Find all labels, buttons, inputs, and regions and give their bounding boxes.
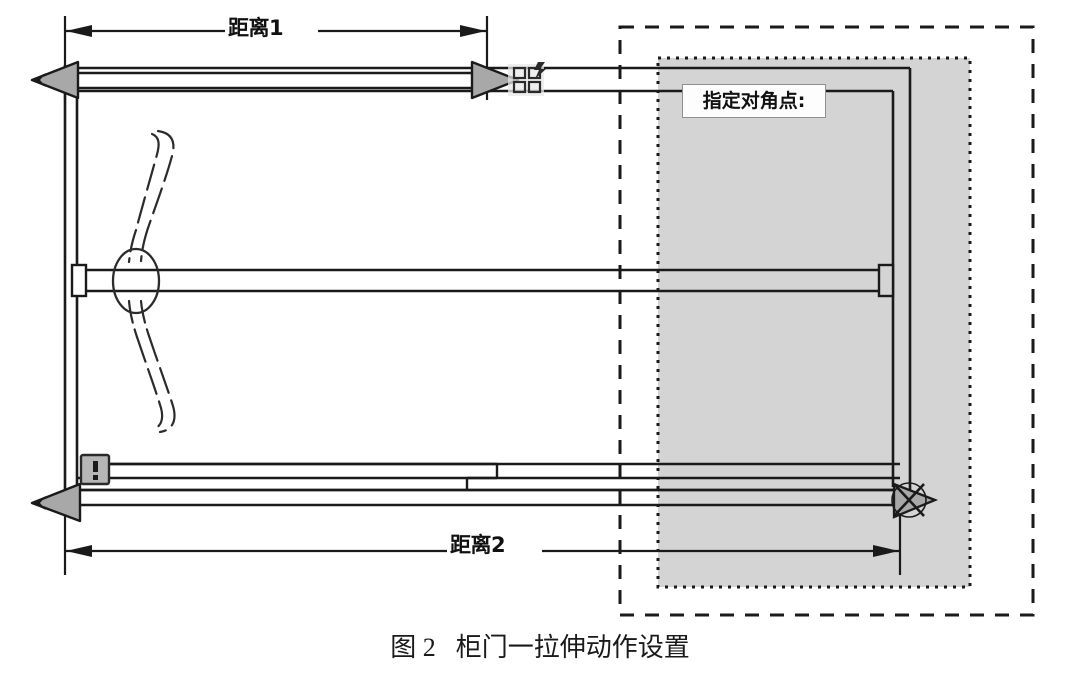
door-handle-hidden-lines	[127, 129, 176, 434]
selection-highlight-fill	[658, 58, 970, 587]
figure-caption-number: 图 2	[390, 633, 436, 662]
command-tooltip: 指定对角点:	[682, 84, 826, 118]
stretch1-grip-right-arrow[interactable]	[470, 60, 520, 100]
dimension-2-label: 距离2	[447, 535, 509, 556]
stretch2-grip-left-arrow[interactable]	[30, 482, 82, 523]
command-tooltip-label: 指定对角点:	[702, 89, 806, 112]
selection-window-outer	[618, 25, 1035, 617]
dim2-arrowhead-left	[66, 545, 92, 557]
dimension-1-label: 距离1	[225, 18, 287, 39]
shelf-left-endcap	[70, 263, 88, 298]
alert-grip-icon[interactable]	[79, 453, 111, 486]
figure-caption-title: 柜门一拉伸动作设置	[455, 633, 690, 662]
dim1-arrowhead-left	[66, 25, 92, 37]
door-handle-boss-ellipse	[111, 247, 161, 315]
shelf-right-endcap	[877, 263, 895, 298]
crosshair-grip-icon[interactable]	[891, 482, 939, 519]
selection-window-inner	[656, 56, 972, 589]
figure-caption: 图 2 柜门一拉伸动作设置	[0, 627, 1080, 664]
dim1-arrowhead-right	[460, 25, 486, 37]
action-parameter-icon[interactable]	[508, 62, 546, 96]
dim2-arrowhead-right	[873, 545, 899, 557]
stretch2-grip-left-notch	[32, 496, 46, 510]
stretch1-grip-left-notch	[32, 73, 46, 87]
stretch1-grip-left-arrow[interactable]	[30, 60, 80, 100]
lightning-bolt-icon	[534, 62, 546, 79]
